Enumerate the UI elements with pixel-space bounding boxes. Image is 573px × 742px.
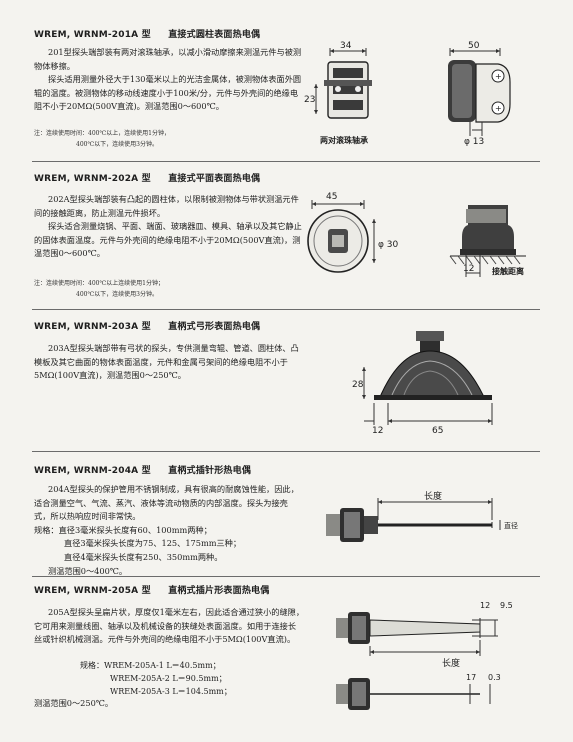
divider (32, 309, 540, 310)
model-label: WREM, WRNM-202A 型 (34, 174, 151, 184)
spec-line: 直径4毫米探头长度有250、350mm两种。 (64, 551, 223, 562)
figure-204a: 长度 直径 (326, 490, 518, 542)
divider (32, 576, 540, 577)
spec-line: 直径3毫米探头长度为75、125、175mm三种； (64, 538, 242, 549)
dimension-label: 65 (432, 426, 443, 436)
dimension-label: 34 (340, 41, 352, 51)
svg-text:+: + (495, 72, 502, 81)
spec-line: WREM-205A-3 L＝104.5mm； (110, 686, 232, 696)
dimension-label: φ 13 (464, 137, 484, 147)
paragraph: 探头适用测量外径大于130毫米以上的光洁金属体，被测物体表面外圆辊的温度。被测物… (34, 74, 302, 112)
model-label: WREM, WRNM-201A 型 (34, 30, 151, 40)
section-title: 直柄式弓形表面热电偶 (168, 322, 261, 332)
dimension-label: 12 (463, 264, 474, 274)
section-body-205a: 205A型探头呈扁片状，厚度仅1毫米左右，因此适合通过狭小的缝隙，它可用来测量线… (34, 606, 304, 647)
spec-line: 测温范围0～400℃。 (48, 565, 128, 576)
dimension-label: 28 (352, 380, 364, 390)
dimension-label: 长度 (442, 657, 460, 669)
section-note-201a: 注：连续使用时间：400℃以上，连续使用1分钟， 400℃以下，连续使用3分钟。 (34, 128, 170, 150)
dimension-label: φ 30 (378, 240, 399, 250)
dimension-label: 45 (326, 192, 337, 202)
figure-203a: 28 12 65 (352, 331, 493, 436)
note-line: 400℃以下，连续使用3分钟。 (76, 291, 158, 298)
dimension-label: 12 (372, 426, 383, 436)
divider (32, 451, 540, 452)
divider (32, 161, 540, 162)
section-title: 直柄式插针形热电偶 (168, 466, 252, 476)
dimension-label: 12 (480, 601, 490, 610)
model-label: WREM, WRNM-203A 型 (34, 322, 151, 332)
section-title: 直接式平面表面热电偶 (168, 174, 261, 184)
paragraph: 201型探头端部装有两对滚珠轴承，以减小滑动摩擦来测温元件与被测物体移擦。 (34, 47, 302, 71)
range-205a: 测温范围0～250℃。 (34, 697, 234, 711)
section-header-201a: WREM, WRNM-201A 型 直接式圆柱表面热电偶 (34, 27, 260, 40)
dimension-label: 直径 (504, 521, 518, 530)
note-line: 注：连续使用时间：400℃以上连续使用1分钟； (34, 280, 164, 287)
paragraph: 探头适合测量烧锅、平面、端面、玻璃器皿、模具、轴承以及其它静止的固体表面温度。元… (34, 221, 302, 259)
spec-line: 规格：WREM-205A-1 L＝40.5mm； (80, 661, 221, 670)
dimension-label: 长度 (424, 490, 442, 502)
spec-line: 规格：直径3毫米探头长度有60、100mm两种； (34, 524, 212, 535)
figure-205a: 12 9.5 长度 17 0.3 (336, 601, 513, 710)
dimension-label: 23 (304, 95, 315, 105)
section-header-203a: WREM, WRNM-203A 型 直柄式弓形表面热电偶 (34, 319, 260, 332)
model-label: WREM, WRNM-204A 型 (34, 466, 151, 476)
dimension-label: 50 (468, 41, 480, 51)
section-title: 直柄式插片形表面热电偶 (168, 586, 270, 596)
note-line: 注：连续使用时间：400℃以上，连续使用1分钟， (34, 130, 170, 137)
section-body-202a: 202A型探头端部装有凸起的圆柱体，以限制被测物体与带状测温元件间的接触距离，防… (34, 193, 304, 261)
section-header-202a: WREM, WRNM-202A 型 直接式平面表面热电偶 (34, 171, 260, 184)
section-header-205a: WREM, WRNM-205A 型 直柄式插片形表面热电偶 (34, 583, 269, 596)
section-title: 直接式圆柱表面热电偶 (168, 30, 261, 40)
section-body-201a: 201型探头端部装有两对滚珠轴承，以减小滑动摩擦来测温元件与被测物体移擦。 探头… (34, 46, 304, 114)
figure-202a: 45 φ 30 12 (307, 192, 526, 277)
dimension-label: 0.3 (488, 673, 501, 682)
svg-text:+: + (495, 104, 502, 113)
range-line: 测温范围0～250℃。 (34, 698, 114, 708)
paragraph: 204A型探头的保护管用不锈钢制成，具有很高的耐腐蚀性能，因此，适合测量空气、气… (34, 484, 299, 522)
dimension-label: 17 (466, 673, 476, 682)
paragraph: 202A型探头端部装有凸起的圆柱体，以限制被测物体与带状测温元件间的接触距离，防… (34, 194, 299, 218)
paragraph: 205A型探头呈扁片状，厚度仅1毫米左右，因此适合通过狭小的缝隙，它可用来测量线… (34, 607, 305, 645)
paragraph: 203A型探头端部带有弓状的探头，专供测量弯辊、管道、圆柱体、凸模板及其它曲面的… (34, 343, 299, 381)
figure-201a: + + 34 23 50 φ 13 (304, 41, 511, 147)
note-line: 400℃以下，连续使用3分钟。 (76, 141, 158, 148)
spec-line: WREM-205A-2 L＝90.5mm； (110, 673, 227, 683)
section-header-204a: WREM, WRNM-204A 型 直柄式插针形热电偶 (34, 463, 251, 476)
section-body-203a: 203A型探头端部带有弓状的探头，专供测量弯辊、管道、圆柱体、凸模板及其它曲面的… (34, 342, 306, 383)
spec-list-205a: 规格：WREM-205A-1 L＝40.5mm； WREM-205A-2 L＝9… (80, 660, 232, 698)
dimension-label: 9.5 (500, 601, 513, 610)
figure-caption: 两对滚珠轴承 (320, 136, 368, 145)
figure-caption: 接触距离 (492, 267, 524, 276)
model-label: WREM, WRNM-205A 型 (34, 586, 151, 596)
section-note-202a: 注：连续使用时间：400℃以上连续使用1分钟； 400℃以下，连续使用3分钟。 (34, 278, 164, 300)
section-body-204a: 204A型探头的保护管用不锈钢制成，具有很高的耐腐蚀性能，因此，适合测量空气、气… (34, 483, 304, 578)
